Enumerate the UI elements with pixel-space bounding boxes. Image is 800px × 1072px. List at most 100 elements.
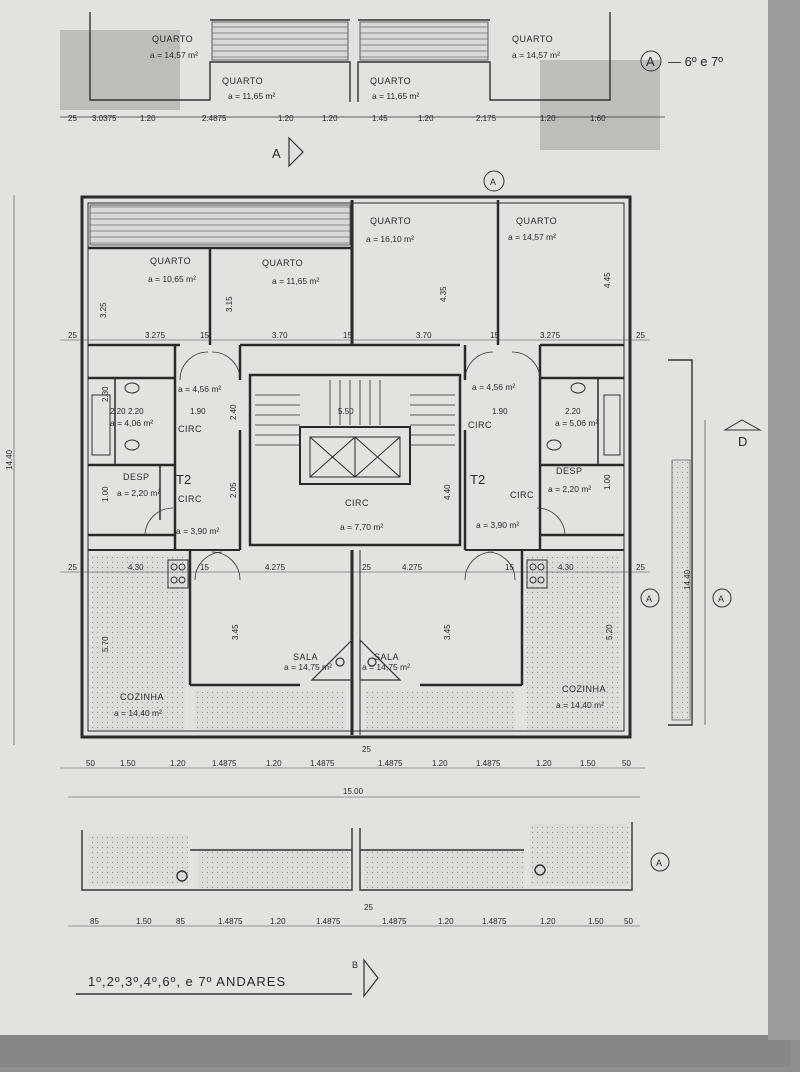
dim-label: 1.20 <box>438 917 454 926</box>
dim-label: 1.50 <box>120 759 136 768</box>
desp-right-area: a = 2,20 m² <box>548 484 591 494</box>
dim-label: 1.20 <box>536 759 552 768</box>
dim-label: 4.275 <box>265 563 286 572</box>
room-labels: QUARTO a = 10,65 m² QUARTO a = 11,65 m² … <box>110 216 606 718</box>
cozinha-right-label: COZINHA <box>562 684 606 694</box>
top-room-area: a = 11,65 m² <box>228 91 275 101</box>
grid-marker-a: A <box>718 594 725 604</box>
sheet-title: 1º,2º,3º,4º,6º, e 7º ANDARES <box>88 974 286 989</box>
dim-label: 2.40 <box>229 404 238 420</box>
circ-left2-area: a = 3,90 m² <box>176 526 219 536</box>
dim-label: 1.4875 <box>378 759 403 768</box>
desp-left-label: DESP <box>123 472 150 482</box>
grid-marker-a: A <box>490 177 497 187</box>
kitchen-floor-left <box>92 555 185 730</box>
section-arrow-b-icon <box>363 958 379 998</box>
terrace-left <box>195 690 345 730</box>
grid-marker-circle <box>483 170 505 192</box>
room-quarto-3-label: QUARTO <box>370 216 411 226</box>
side-section <box>668 359 706 726</box>
dim-label: 2.20 <box>128 407 144 416</box>
dim-label: 15 <box>343 331 352 340</box>
dims-small: 1.90 2.20 1.90 2.20 5.50 1.00 <box>128 407 612 490</box>
dim-label: 15 <box>505 563 514 572</box>
dim-label: 1.50 <box>588 917 604 926</box>
top-room-label: QUARTO <box>370 76 411 86</box>
section-marker-circle <box>640 50 662 72</box>
dims-row-1: 25 3.275 15 3.70 15 3.70 15 3.275 25 <box>68 331 645 340</box>
dim-label: 1.20 <box>270 917 286 926</box>
total-depth: 14.40 <box>5 449 14 470</box>
toilet-icon <box>91 382 621 456</box>
dim-label: 1.00 <box>603 474 612 490</box>
dim-label: 25 <box>68 331 77 340</box>
top-room-area: a = 11,65 m² <box>372 91 419 101</box>
dim-label: 1.20 <box>432 759 448 768</box>
room-quarto-2-area: a = 11,65 m² <box>272 276 319 286</box>
circ-left-area: a = 4,56 m² <box>178 384 221 394</box>
dim-label: 1.90 <box>492 407 508 416</box>
dim-label: 2.20 <box>110 407 126 416</box>
total-width: 15.00 <box>343 787 364 796</box>
dim-label: 3.45 <box>443 624 452 640</box>
dim-label: 2.20 <box>565 407 581 416</box>
circ-left2-label: CIRC <box>178 494 202 504</box>
dim-label: 25 <box>364 903 373 912</box>
dim-label: 3.70 <box>272 331 288 340</box>
dim-label: 1.4875 <box>316 917 341 926</box>
dims-vertical: 3.25 3.15 4.35 4.45 2.30 2.20 1.00 2.05 … <box>99 272 614 652</box>
dim-label: 4.275 <box>402 563 423 572</box>
dim-label: 85 <box>176 917 185 926</box>
grid-marker-a: A <box>646 594 653 604</box>
dim-label: 1.20 <box>540 114 556 123</box>
top-room-label: QUARTO <box>152 34 193 44</box>
circ-right2-area: a = 3,90 m² <box>476 520 519 530</box>
dim-label: 3.25 <box>99 302 108 318</box>
dim-label: 25 <box>362 745 371 754</box>
floor-note: — 6º e 7º <box>668 54 723 69</box>
dim-label: 1.4875 <box>476 759 501 768</box>
dims-bottom-partial: 85 1.50 85 1.4875 1.20 1.4875 25 1.4875 … <box>90 903 633 926</box>
grid-marker-circle <box>640 588 660 608</box>
dim-label: 25 <box>68 563 77 572</box>
circ-left-label: CIRC <box>178 424 202 434</box>
dim-label: 2.4875 <box>202 114 227 123</box>
top-room-label: QUARTO <box>512 34 553 44</box>
dims-row-2: 25 4.30 15 4.275 25 4.275 15 4.30 25 <box>68 563 645 572</box>
top-room-area: a = 14,57 m² <box>512 50 560 60</box>
room-quarto-1-label: QUARTO <box>150 256 191 266</box>
dim-label: 1.00 <box>101 486 110 502</box>
grid-marker-circle <box>712 588 732 608</box>
section-a-label: A <box>272 146 281 161</box>
fireplace-icon <box>310 638 402 681</box>
desp-left-area: a = 2,20 m² <box>117 488 160 498</box>
dim-label: 3.275 <box>540 331 561 340</box>
dim-label: 1.50 <box>580 759 596 768</box>
section-d-label: D <box>738 434 747 449</box>
kitchen-floor-right <box>527 555 620 730</box>
dim-label: 25 <box>68 114 77 123</box>
dim-label: 25 <box>636 331 645 340</box>
dim-label: 5.70 <box>101 636 110 652</box>
bath-left-area: a = 4,06 m² <box>110 418 153 428</box>
dim-label: 2.30 <box>101 386 110 402</box>
dim-label: 5.20 <box>605 624 614 640</box>
cozinha-left-label: COZINHA <box>120 692 164 702</box>
circ-right-area: a = 4,56 m² <box>472 382 515 392</box>
circ-center-area: a = 7,70 m² <box>340 522 383 532</box>
circ-right-label: CIRC <box>468 420 492 430</box>
dim-label: 1.20 <box>266 759 282 768</box>
dim-label: 4.45 <box>603 272 612 288</box>
dim-label: 2.175 <box>476 114 497 123</box>
dim-label: 15 <box>490 331 499 340</box>
room-quarto-1-area: a = 10,65 m² <box>148 274 196 284</box>
room-quarto-4-area: a = 14,57 m² <box>508 232 556 242</box>
dim-label: 85 <box>90 917 99 926</box>
dim-label: 50 <box>86 759 95 768</box>
room-quarto-2-label: QUARTO <box>262 258 303 268</box>
sala-right-area: a = 14,75 m² <box>362 662 410 672</box>
room-quarto-4-label: QUARTO <box>516 216 557 226</box>
bath-right-area: a = 5,06 m² <box>555 418 598 428</box>
t2-left-label: T2 <box>176 472 191 487</box>
